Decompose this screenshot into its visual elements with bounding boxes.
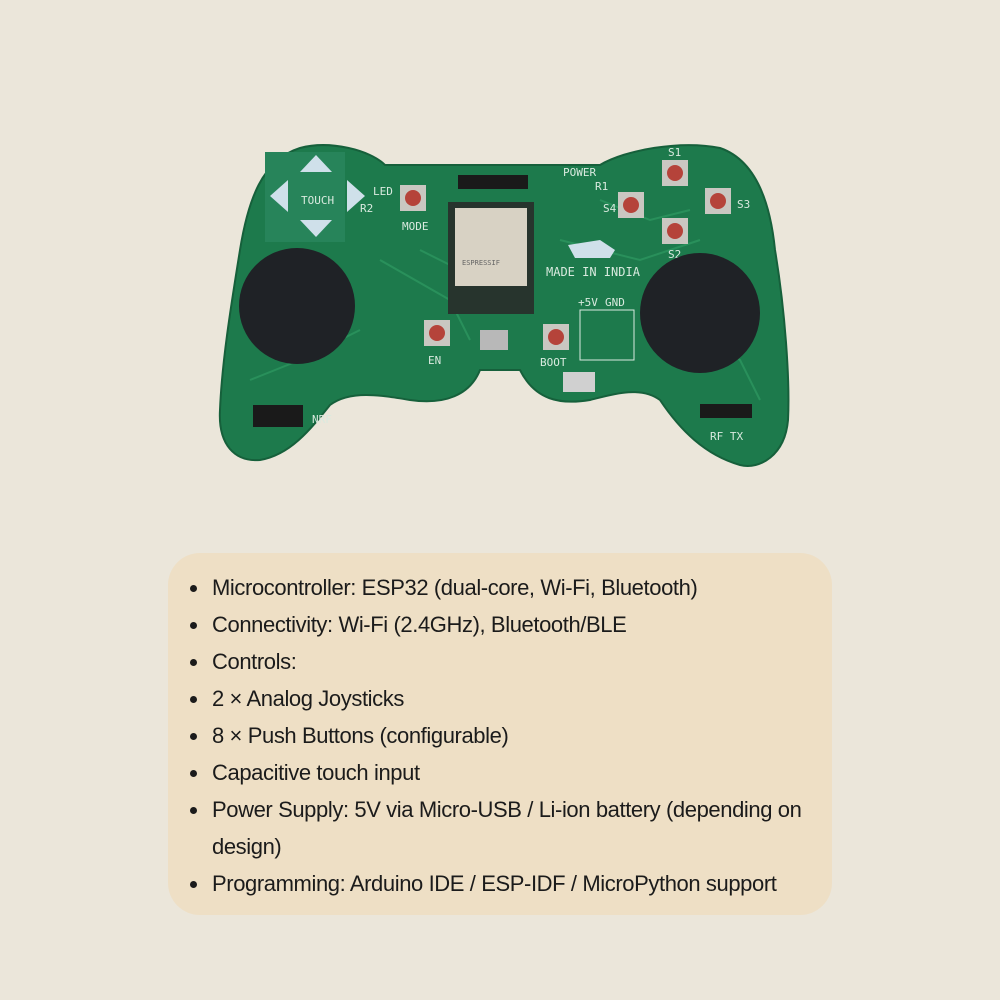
mode-button: MODE bbox=[400, 185, 429, 233]
nrf-header bbox=[253, 405, 303, 427]
led-label: LED bbox=[373, 185, 393, 198]
esp32-module: ESPRESSIF bbox=[448, 202, 534, 314]
micro-usb-port bbox=[480, 330, 508, 350]
boot-button: BOOT bbox=[540, 324, 569, 369]
mode-label: MODE bbox=[402, 220, 429, 233]
right-joystick bbox=[640, 253, 760, 373]
rf-tx-header bbox=[700, 404, 752, 418]
feature-item: Power Supply: 5V via Micro-USB / Li-ion … bbox=[188, 791, 828, 865]
left-joystick bbox=[239, 248, 355, 364]
en-label: EN bbox=[428, 354, 441, 367]
features-card: Microcontroller: ESP32 (dual-core, Wi-Fi… bbox=[168, 553, 832, 915]
s4-label: S4 bbox=[603, 202, 617, 215]
rf-tx-label: RF TX bbox=[710, 430, 743, 443]
gnd-label: GND bbox=[605, 296, 625, 309]
r1-label: R1 bbox=[595, 180, 608, 193]
feature-item: 2 × Analog Joysticks bbox=[188, 680, 828, 717]
module-name: ESPRESSIF bbox=[462, 259, 500, 267]
en-button: EN bbox=[424, 320, 450, 367]
plus5v-label: +5V bbox=[578, 296, 598, 309]
header-connector bbox=[458, 175, 528, 189]
face-buttons: S1 S4 S3 S2 bbox=[603, 146, 750, 261]
feature-item: Programming: Arduino IDE / ESP-IDF / Mic… bbox=[188, 865, 828, 902]
power-label: POWER bbox=[563, 166, 596, 179]
r2-label: R2 bbox=[360, 202, 373, 215]
s1-label: S1 bbox=[668, 146, 681, 159]
made-in-india-label: MADE IN INDIA bbox=[546, 265, 641, 279]
power-terminal bbox=[579, 309, 635, 361]
lion-logo bbox=[568, 240, 615, 258]
feature-item: Microcontroller: ESP32 (dual-core, Wi-Fi… bbox=[188, 569, 828, 606]
s3-label: S3 bbox=[737, 198, 750, 211]
touch-label: TOUCH bbox=[301, 194, 334, 207]
nrf-label: NRF bbox=[312, 413, 332, 426]
features-list: Microcontroller: ESP32 (dual-core, Wi-Fi… bbox=[188, 569, 828, 902]
boot-label: BOOT bbox=[540, 356, 567, 369]
feature-item: Connectivity: Wi-Fi (2.4GHz), Bluetooth/… bbox=[188, 606, 828, 643]
touch-pad-dpad: TOUCH bbox=[265, 152, 365, 242]
feature-item: Controls: bbox=[188, 643, 828, 680]
game-controller-pcb-image: TOUCH LED R2 MODE ESPRESSIF POWER R1 S1 … bbox=[218, 144, 790, 467]
feature-item: Capacitive touch input bbox=[188, 754, 828, 791]
feature-item: 8 × Push Buttons (configurable) bbox=[188, 717, 828, 754]
power-switch bbox=[563, 372, 595, 392]
